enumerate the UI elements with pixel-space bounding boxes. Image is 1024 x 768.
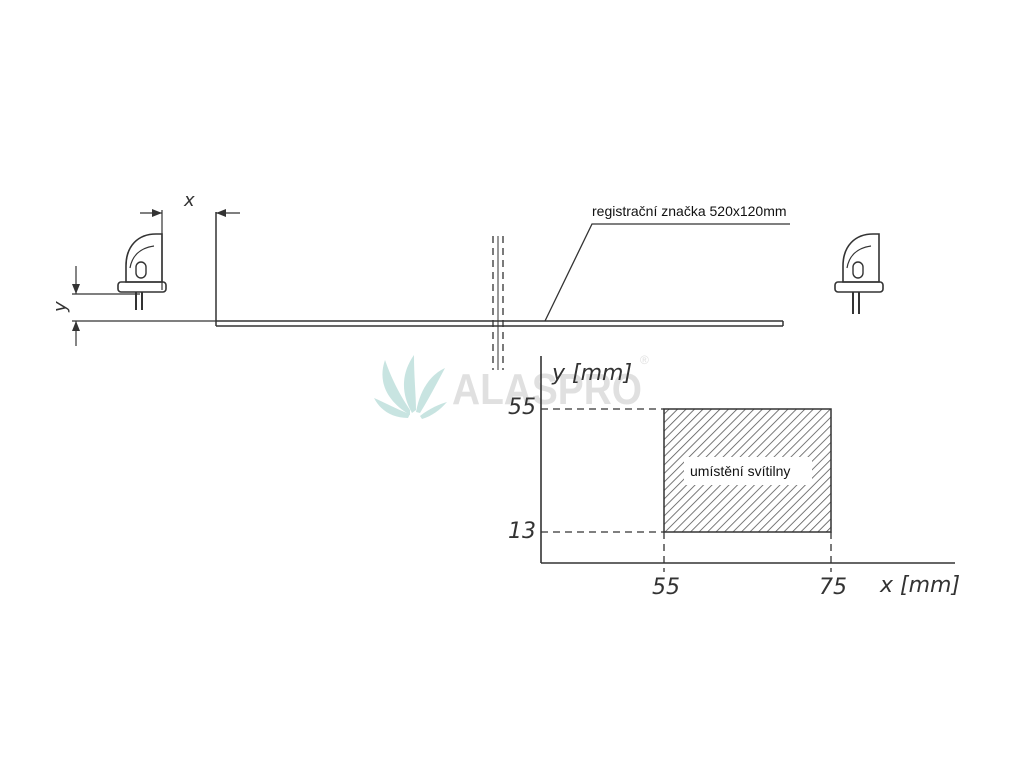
watermark-registered-mark: ® [640,353,649,367]
plate-callout: registrační značka 520x120mm [544,203,790,322]
area-label-background [684,457,812,485]
x-tick-label: 55 [652,575,680,600]
watermark-text: ALASPRO [452,365,642,414]
y-offset-label: y [50,301,71,313]
watermark-logo: ALASPRO ® [374,353,649,419]
watermark-leaf-icon [374,355,447,419]
plate-center-axis [492,236,504,370]
x-tick-label: 75 [819,575,847,600]
area-label: umístění svítilny [690,463,790,479]
y-tick-label: 55 [508,395,536,420]
y-tick-label: 13 [508,519,536,544]
x-offset-label: x [183,190,195,211]
license-plate-side-view [215,212,784,327]
left-lamp-icon [117,233,167,310]
graph-x-axis-label: x [mm] [879,573,960,598]
right-lamp-icon [834,233,884,314]
plate-label: registrační značka 520x120mm [592,203,787,219]
placement-graph: y [mm] x [mm] umístění svítilny 55 13 55… [508,356,960,600]
graph-y-axis-label: y [mm] [551,361,632,386]
x-offset-dimension: x [140,190,240,290]
y-offset-dimension: y [50,266,216,346]
